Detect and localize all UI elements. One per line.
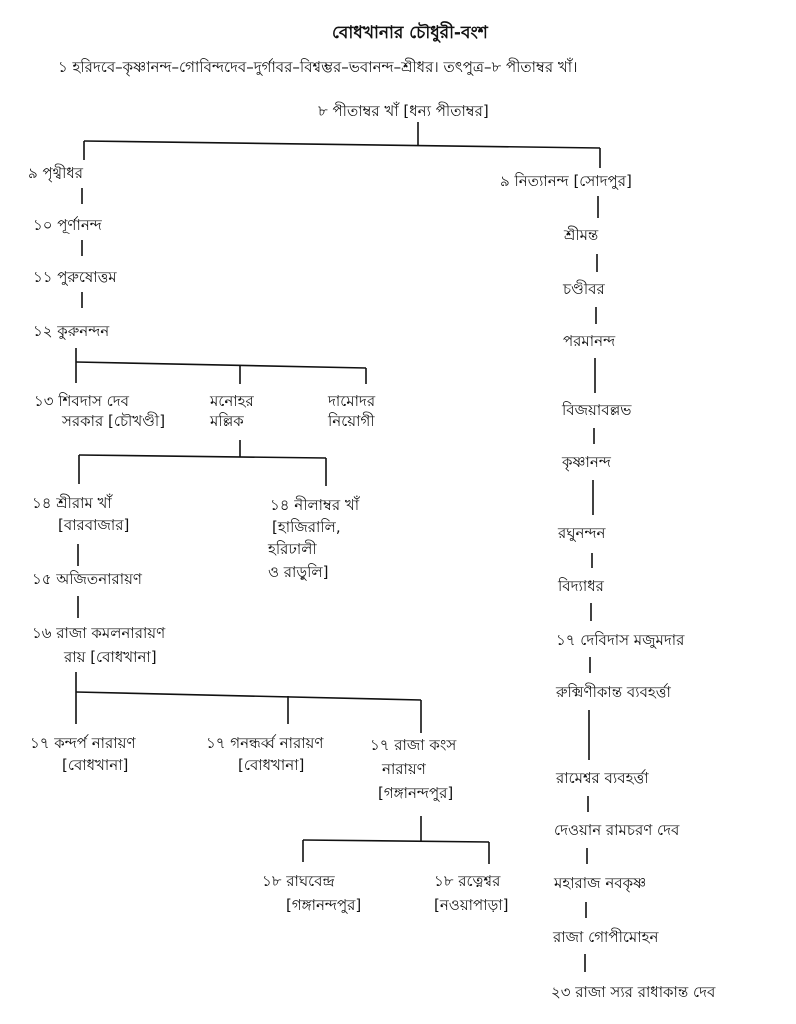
node-right-8: ১৭ দেবিদাস মজুমদার: [556, 631, 685, 649]
page-title: বোধখানার চৌধুরী-বংশ: [332, 23, 488, 43]
node-g13-damodar-l2: নিয়োগী: [328, 412, 375, 430]
node-g17-kandarpa-l1: ১৭ কন্দর্প নারায়ণ: [30, 734, 136, 752]
node-g18-raghabendra-l2: [গঙ্গানন্দপুর]: [286, 896, 362, 914]
node-g18-ratneshwar-l2: [নওয়াপাড়া]: [434, 896, 509, 914]
node-g13-shibdas-l2: সরকার [চৌখণ্ডী]: [62, 412, 166, 430]
lineage-summary: ১ হরিদবে–কৃষ্ণানন্দ–গোবিন্দদেব–দুর্গাবর–…: [58, 58, 578, 76]
node-g18-raghabendra-l1: ১৮ রাঘবেন্দ্র: [262, 872, 335, 890]
node-g10: ১০ পূর্ণানন্দ: [33, 216, 102, 234]
node-right-7: বিদ্যাধর: [558, 577, 604, 595]
node-g17-kandarpa-l2: [বোধখানা]: [62, 756, 129, 774]
node-g14-nilambar-l3: হরিঢালী: [268, 540, 317, 558]
node-g13-damodar-l1: দামোদর: [328, 392, 376, 410]
node-right-14: ২৩ রাজা স্যর রাধাকান্ত দেব: [551, 983, 716, 1001]
node-g13-manohar-l2: মল্লিক: [210, 412, 244, 430]
node-g13-shibdas-l1: ১৩ শিবদাস দেব: [34, 392, 129, 410]
node-g14-shriram-l2: [বারবাজার]: [58, 516, 130, 534]
node-g9-nityananda: ৯ নিত্যানন্দ [সোদপুর]: [500, 172, 632, 190]
node-g17-kamsa-l3: [গঙ্গানন্দপুর]: [378, 784, 454, 802]
node-g18-ratneshwar-l1: ১৮ রত্নেশ্বর: [434, 872, 501, 890]
node-g14-nilambar-l2: [হাজিরালি,: [272, 518, 341, 536]
node-g17-kamsa-l1: ১৭ রাজা কংস: [370, 736, 457, 754]
node-right-4: বিজয়াবল্লভ: [562, 401, 632, 419]
node-g11: ১১ পুরুষোত্তম: [33, 268, 117, 286]
node-right-12: মহারাজ নবকৃষ্ণ: [554, 874, 647, 892]
node-g17-kamsa-l2: নারায়ণ: [382, 760, 426, 778]
node-g17-gandharba-l1: ১৭ গনন্ধর্ব্ব নারায়ণ: [206, 734, 324, 752]
node-right-3: পরমানন্দ: [563, 332, 616, 350]
node-root: ৮ পীতাম্বর খাঁ [ধন্য পীতাম্বর]: [318, 102, 489, 120]
node-right-11: দেওয়ান রামচরণ দেব: [554, 821, 680, 839]
node-g14-nilambar-l4: ও রাড়ুলি]: [268, 563, 329, 581]
node-right-1: শ্রীমন্ত: [564, 226, 599, 244]
node-right-10: রামেশ্বর ব্যবহর্ত্তা: [556, 769, 649, 787]
node-g13-manohar-l1: মনোহর: [210, 392, 254, 410]
node-g14-shriram-l1: ১৪ শ্রীরাম খাঁ: [32, 494, 112, 512]
node-right-2: চণ্ডীবর: [563, 280, 605, 298]
node-right-13: রাজা গোপীমোহন: [553, 928, 659, 946]
node-g12: ১২ কুরুনন্দন: [33, 322, 110, 340]
node-g14-nilambar-l1: ১৪ নীলাম্বর খাঁ: [270, 496, 360, 514]
node-g15: ১৫ অজিতনারায়ণ: [32, 570, 143, 588]
node-g17-gandharba-l2: [বোধখানা]: [238, 756, 305, 774]
node-g16-l2: রায় [বোধখানা]: [64, 648, 157, 666]
node-g16-l1: ১৬ রাজা কমলনারায়ণ: [32, 624, 166, 642]
node-right-5: কৃষ্ণানন্দ: [562, 453, 611, 471]
node-right-6: রঘুনন্দন: [558, 524, 606, 542]
node-g9-prithwidhar: ৯ পৃথ্বীধর: [28, 164, 84, 182]
node-right-9: রুক্মিণীকান্ত ব্যবহর্ত্তা: [556, 683, 671, 701]
